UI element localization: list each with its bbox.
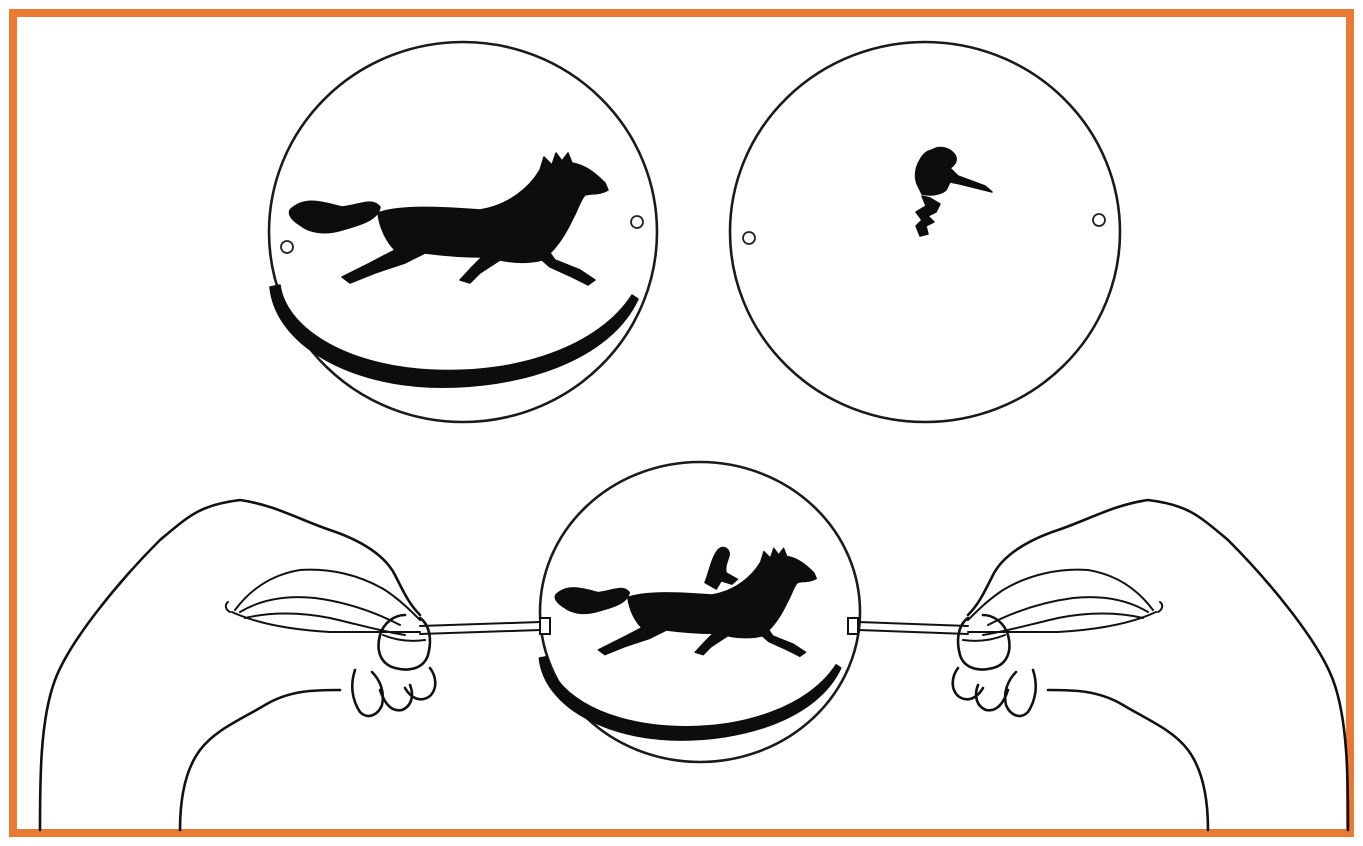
- right-hand: [953, 500, 1348, 830]
- disc-front-hole-right: [631, 216, 643, 228]
- disc-spinning-combined: [420, 462, 968, 762]
- string-knot-right: [848, 618, 858, 634]
- left-hand: [40, 500, 435, 830]
- disc-front-hole-left: [281, 241, 293, 253]
- string-right: [858, 622, 968, 626]
- string-left: [420, 622, 540, 626]
- disc-front-horse: [269, 42, 657, 422]
- string-knot-left: [540, 618, 550, 634]
- disc-back-rider: [730, 42, 1120, 422]
- disc-back-hole-left: [743, 232, 755, 244]
- disc-back-hole-right: [1093, 214, 1105, 226]
